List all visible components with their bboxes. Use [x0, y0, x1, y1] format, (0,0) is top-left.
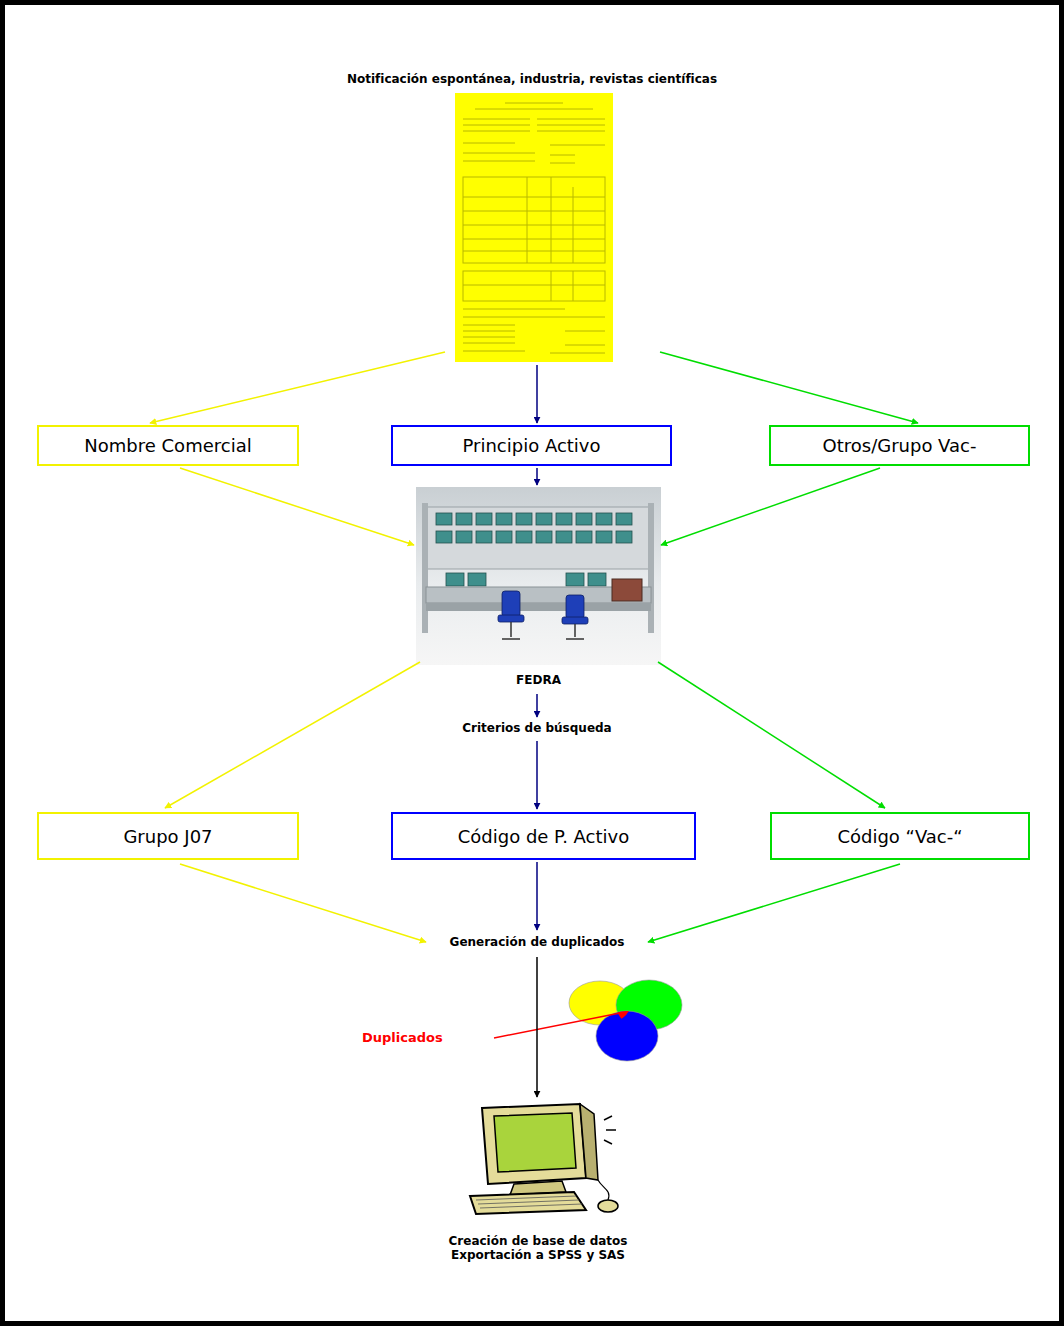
callout-label: Duplicados: [362, 1030, 443, 1045]
node-caption: FEDRA: [416, 673, 661, 687]
flow-arrow: [536, 957, 538, 1097]
flow-arrow: [180, 468, 414, 545]
process-box: Código “Vac-“: [770, 812, 1030, 860]
form-picture: [455, 93, 613, 362]
node-caption: Criterios de búsqueda: [417, 721, 657, 735]
flow-arrow: [648, 864, 900, 942]
flow-arrow: [536, 741, 538, 809]
flow-arrow: [658, 662, 885, 808]
box-label: Grupo J07: [123, 826, 212, 847]
step-node: Criterios de búsqueda: [417, 719, 657, 739]
process-box: Código de P. Activo: [391, 812, 696, 860]
flow-arrow: [150, 352, 445, 423]
box-label: Nombre Comercial: [84, 435, 251, 456]
database-node: FEDRA: [416, 487, 661, 693]
flow-arrow: [536, 694, 538, 717]
node-caption: Generación de duplicados: [412, 935, 662, 949]
process-box: Grupo J07: [37, 812, 299, 860]
flow-arrow: [660, 352, 918, 423]
step-node: Generación de duplicados: [412, 932, 662, 954]
flow-arrow: [661, 468, 880, 545]
form-node: Notificación espontánea, industria, revi…: [282, 70, 782, 364]
node-caption: Creación de base de datos Exportación a …: [433, 1234, 643, 1262]
box-label: Principio Activo: [462, 435, 600, 456]
process-box: Principio Activo: [391, 425, 672, 466]
flow-arrow: [165, 662, 420, 808]
computer-node: Creación de base de datos Exportación a …: [380, 1100, 696, 1275]
flow-arrow: [536, 468, 538, 485]
flow-arrow: [180, 864, 426, 942]
flow-arrow: [536, 365, 538, 423]
process-box: Nombre Comercial: [37, 425, 299, 466]
flow-arrow: [536, 862, 538, 930]
box-label: Código “Vac-“: [837, 826, 962, 847]
leader-line: [494, 1013, 620, 1038]
node-caption: Notificación espontánea, industria, revi…: [282, 72, 782, 86]
box-label: Código de P. Activo: [458, 826, 630, 847]
box-label: Otros/Grupo Vac-: [823, 435, 977, 456]
process-box: Otros/Grupo Vac-: [769, 425, 1030, 466]
control-room-picture: [416, 487, 661, 665]
computer-picture: [462, 1100, 632, 1218]
